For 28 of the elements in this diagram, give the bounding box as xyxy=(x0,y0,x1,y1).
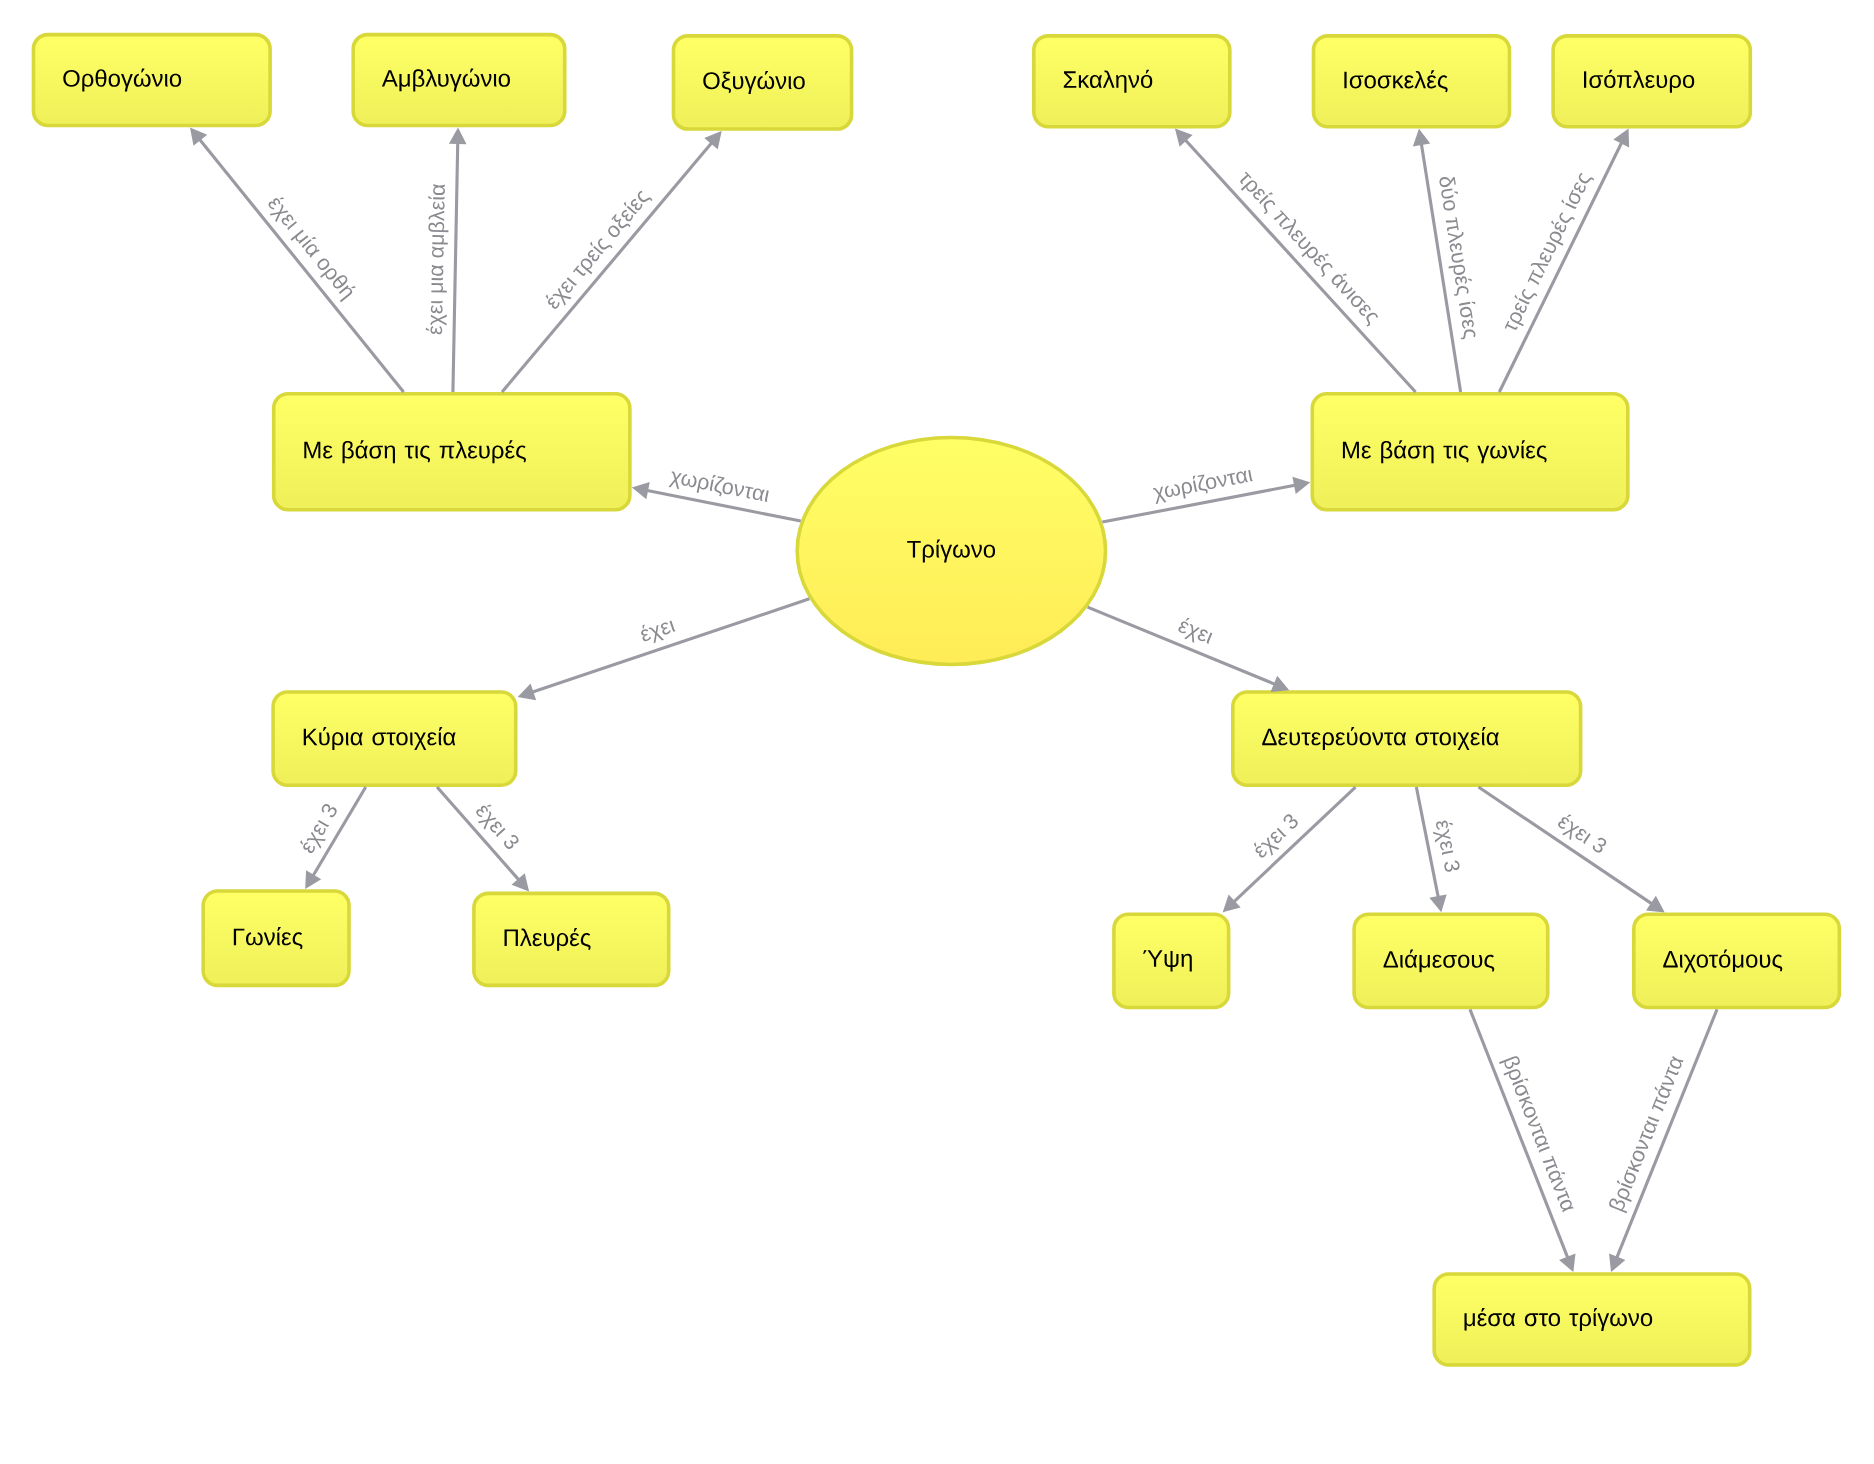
edge-label: χωρίζονται xyxy=(1152,469,1253,505)
concept-box: Με βάση τις γωνίες xyxy=(1310,392,1630,512)
concept-box: Με βάση τις πλευρές xyxy=(271,392,632,512)
concept-box: Πλευρές xyxy=(472,891,671,988)
edge-label: έχει xyxy=(1178,617,1213,644)
concept-box: Διχοτόμους xyxy=(1632,912,1842,1010)
edge-label: έχει 3 xyxy=(1253,814,1298,858)
concept-box: Ορθογώνιο xyxy=(31,32,272,128)
edge-label: δύο πλευρές ίσες xyxy=(1439,176,1476,340)
edge-label: έχει 3 xyxy=(476,804,519,849)
ellipse-node: Τρίγωνο xyxy=(795,435,1108,667)
edge-label: έχει μια αμβλεία xyxy=(425,184,449,335)
concept-box: Ισοσκελές xyxy=(1311,34,1512,129)
edge-label: έχει xyxy=(641,620,676,644)
concept-box: μέσα στο τρίγωνο xyxy=(1432,1272,1752,1367)
concept-box: Γωνίες xyxy=(201,889,351,988)
concept-box: Ύψη xyxy=(1112,912,1231,1010)
edge-label: έχει 3 xyxy=(1558,814,1607,853)
concept-box: Σκαληνό xyxy=(1032,34,1232,129)
concept-box: Διάμεσους xyxy=(1352,912,1550,1010)
edge-label: έχει 3 xyxy=(1433,820,1460,872)
concept-box: Ισόπλευρο xyxy=(1551,34,1753,129)
concept-box: Δευτερεύοντα στοιχεία xyxy=(1231,690,1583,787)
edge-label: χωρίζονται xyxy=(668,471,769,503)
concept-box: Αμβλυγώνιο xyxy=(351,32,567,128)
concept-box: Κύρια στοιχεία xyxy=(271,690,518,787)
edge-label: έχει 3 xyxy=(300,803,337,854)
concept-box: Οξυγώνιο xyxy=(671,34,854,131)
